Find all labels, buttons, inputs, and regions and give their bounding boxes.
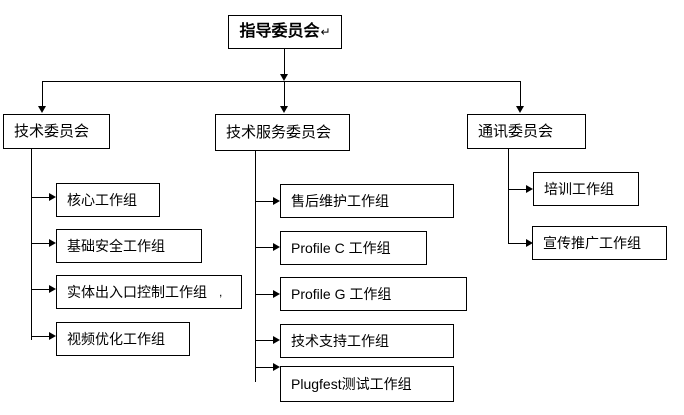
node-profile-c-working-group[interactable]: Profile C 工作组 — [280, 231, 427, 265]
node-label: 实体出入口控制工作组 — [67, 284, 207, 300]
connector-ts-child-4 — [255, 340, 273, 341]
node-technical-service-committee[interactable]: 技术服务委员会 — [215, 114, 350, 151]
node-label: 指导委员会 — [239, 23, 320, 40]
node-label: 技术服务委员会 — [226, 124, 332, 141]
arrowhead-ts-child-5 — [273, 363, 280, 371]
arrowhead-bus-to-technical-service — [280, 106, 288, 113]
arrowhead-bus-to-technical — [38, 106, 46, 113]
node-label: 售后维护工作组 — [291, 193, 389, 209]
connector-root-stem — [284, 49, 285, 74]
connector-technical-child-3 — [31, 289, 49, 290]
node-plugfest-testing-working-group[interactable]: Plugfest测试工作组 — [280, 366, 454, 402]
node-label: 核心工作组 — [67, 192, 137, 208]
arrowhead-ts-child-4 — [273, 336, 280, 344]
connector-ts-child-3 — [255, 294, 273, 295]
arrowhead-technical-child-2 — [49, 239, 56, 247]
connector-technical-child-1 — [31, 197, 49, 198]
arrowhead-technical-child-3 — [49, 285, 56, 293]
node-communication-committee[interactable]: 通讯委员会 — [467, 114, 586, 149]
connector-bus-to-communication — [520, 81, 521, 106]
connector-ts-child-2 — [255, 247, 273, 248]
arrowhead-comm-child-1 — [526, 185, 533, 193]
node-label: 基础安全工作组 — [67, 238, 165, 254]
arrowhead-ts-child-3 — [273, 290, 280, 298]
node-publicity-promotion-working-group[interactable]: 宣传推广工作组 — [532, 226, 667, 260]
node-label: 视频优化工作组 — [67, 331, 165, 347]
paragraph-mark-icon: ↵ — [320, 25, 331, 39]
node-after-sales-maintenance-working-group[interactable]: 售后维护工作组 — [280, 184, 454, 218]
node-label: Profile G 工作组 — [291, 286, 392, 302]
node-label: Profile C 工作组 — [291, 240, 391, 256]
node-label: 技术支持工作组 — [291, 333, 389, 349]
connector-ts-child-5 — [255, 367, 273, 368]
node-technical-committee[interactable]: 技术委员会 — [3, 114, 110, 149]
connector-ts-child-1 — [255, 201, 273, 202]
trailing-mark-icon: , — [219, 285, 223, 299]
connector-comm-child-1 — [508, 189, 526, 190]
arrowhead-comm-child-2 — [526, 239, 533, 247]
node-profile-g-working-group[interactable]: Profile G 工作组 — [280, 277, 467, 311]
connector-horizontal-bus — [42, 81, 520, 82]
connector-communication-spine — [508, 149, 509, 244]
arrowhead-bus-to-communication — [516, 106, 524, 113]
arrowhead-technical-child-1 — [49, 193, 56, 201]
node-label: 通讯委员会 — [478, 123, 554, 140]
connector-technical-spine — [31, 149, 32, 340]
arrowhead-technical-child-4 — [49, 332, 56, 340]
connector-bus-to-technical — [42, 81, 43, 106]
node-label: 培训工作组 — [544, 181, 614, 197]
node-steering-committee[interactable]: 指导委员会↵ — [228, 15, 342, 49]
connector-technical-service-spine — [255, 151, 256, 382]
node-label: 技术委员会 — [14, 123, 90, 140]
node-basic-security-working-group[interactable]: 基础安全工作组 — [56, 229, 202, 263]
node-training-working-group[interactable]: 培训工作组 — [533, 172, 639, 206]
arrowhead-root-to-bus — [280, 74, 288, 81]
node-video-optimization-working-group[interactable]: 视频优化工作组 — [56, 322, 190, 356]
node-label: 宣传推广工作组 — [543, 235, 641, 251]
arrowhead-ts-child-1 — [273, 197, 280, 205]
arrowhead-ts-child-2 — [273, 243, 280, 251]
node-physical-access-control-working-group[interactable]: 实体出入口控制工作组, — [56, 275, 242, 309]
node-technical-support-working-group[interactable]: 技术支持工作组 — [280, 324, 454, 358]
connector-bus-to-technical-service — [284, 81, 285, 106]
connector-technical-child-2 — [31, 243, 49, 244]
connector-technical-child-4 — [31, 336, 49, 337]
node-core-working-group[interactable]: 核心工作组 — [56, 183, 160, 217]
connector-comm-child-2 — [508, 243, 526, 244]
node-label: Plugfest测试工作组 — [291, 376, 412, 392]
